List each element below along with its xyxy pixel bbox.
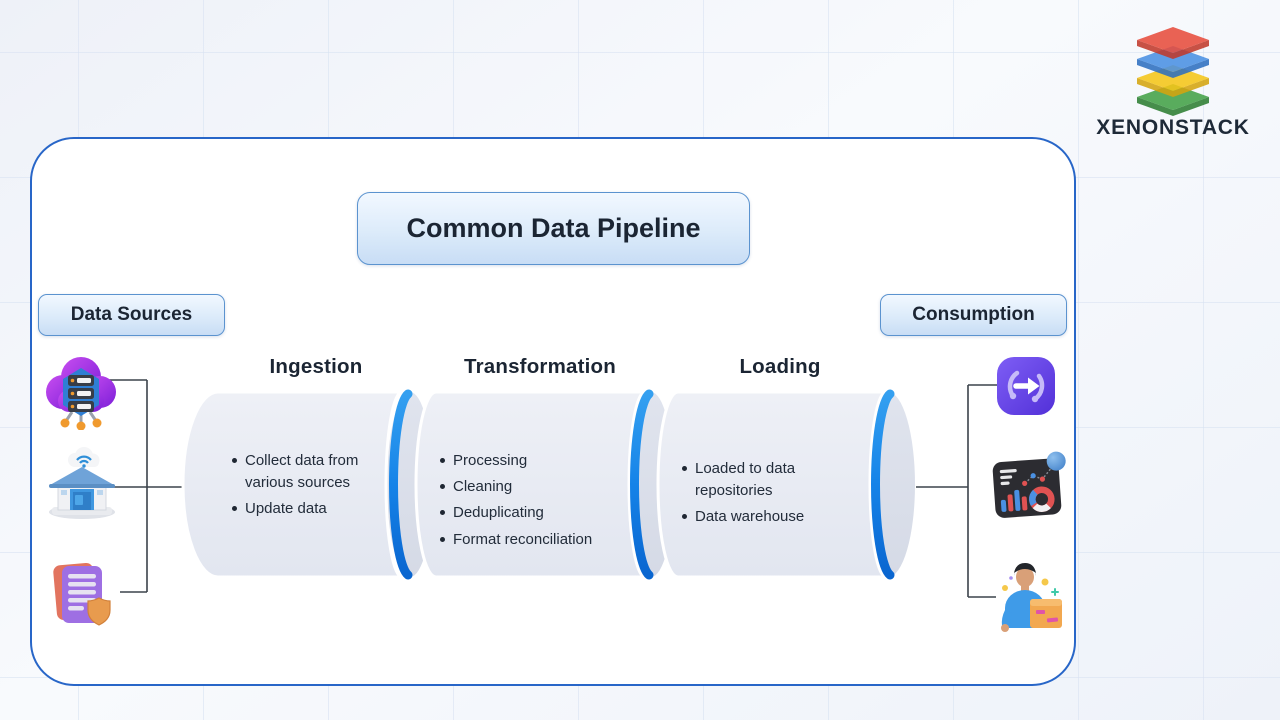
data-sync-arrow-icon <box>997 357 1055 415</box>
bullet-dot <box>440 536 445 542</box>
pipe-rim-2 <box>630 389 654 580</box>
bullet-item: Collect data from various sources <box>232 450 390 494</box>
pipe-rim-1 <box>389 389 413 580</box>
bullet-item: Deduplicating <box>440 502 635 524</box>
smart-warehouse-icon <box>49 447 115 519</box>
person-with-package-icon <box>1001 563 1062 632</box>
bullet-dot <box>682 466 687 471</box>
transformation-bullets: Processing Cleaning Deduplicating Format… <box>440 450 635 555</box>
bullet-item: Loaded to data repositories <box>682 458 832 502</box>
brand-name: XENONSTACK <box>1096 116 1250 139</box>
diagram-title: Common Data Pipeline <box>357 192 750 265</box>
loading-bullets: Loaded to data repositories Data warehou… <box>682 458 832 533</box>
connector-lines <box>105 379 998 598</box>
consumption-label: Consumption <box>880 294 1067 336</box>
bullet-dot <box>440 484 445 490</box>
cloud-server-icon <box>46 357 116 430</box>
bullet-dot <box>440 458 445 463</box>
pipe-rim-3 <box>871 389 895 580</box>
bullet-dot <box>440 510 445 516</box>
stage-label-transformation: Transformation <box>463 355 616 378</box>
bullet-item: Cleaning <box>440 476 635 498</box>
bullet-item: Processing <box>440 450 635 472</box>
stage-label-ingestion: Ingestion <box>269 355 363 378</box>
bullet-dot <box>232 458 237 463</box>
ingestion-bullets: Collect data from various sources Update… <box>232 450 390 525</box>
bullet-item: Data warehouse <box>682 506 832 528</box>
secure-document-icon <box>53 562 111 626</box>
bullet-item: Format reconciliation <box>440 529 635 551</box>
bullet-item: Update data <box>232 498 390 520</box>
bullet-dot <box>232 506 237 512</box>
data-sources-label: Data Sources <box>38 294 225 336</box>
pipe-segment-ingestion <box>181 390 403 579</box>
analytics-dashboard-icon <box>992 451 1066 518</box>
stage-label-loading: Loading <box>739 355 821 378</box>
bullet-dot <box>682 514 687 520</box>
xenonstack-logo-icon <box>1137 27 1209 116</box>
